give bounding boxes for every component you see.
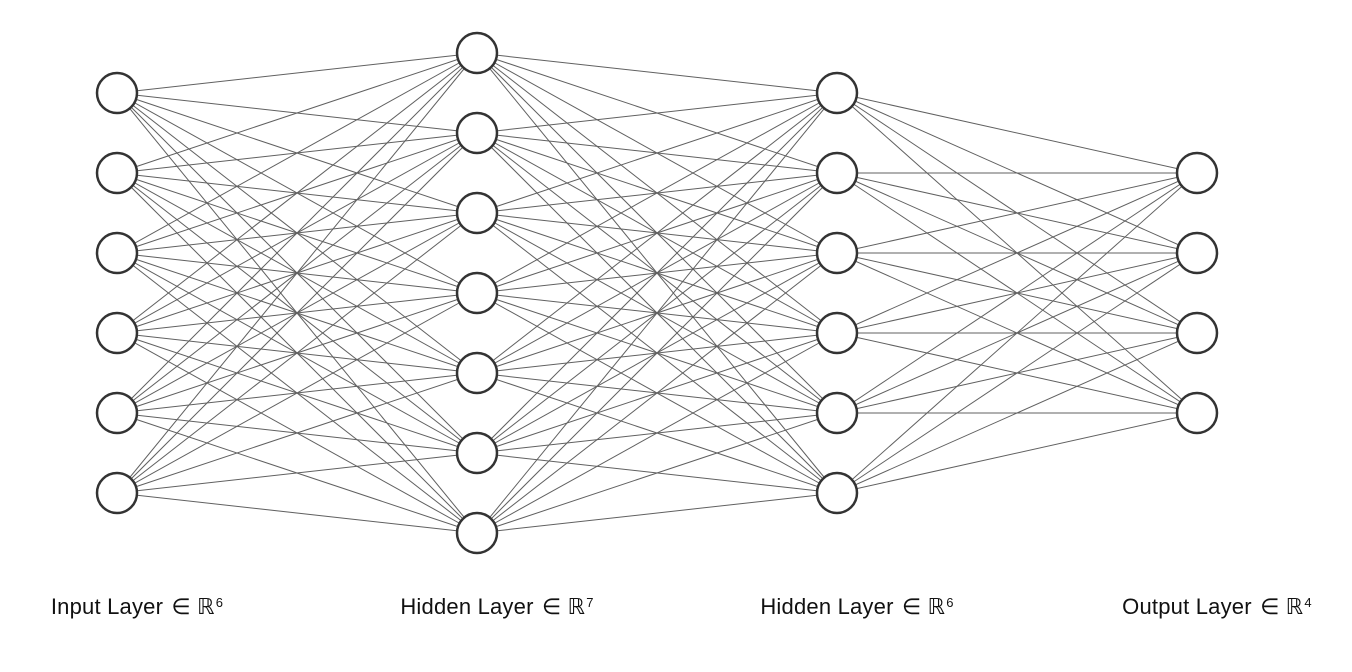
neuron-node [815,71,859,115]
layer-dimension: 7 [586,595,594,610]
layer-name: Hidden Layer [760,594,894,619]
layer-label-input-layer: Input Layer ∈ ℝ6 [51,595,223,619]
neuron-node [95,471,139,515]
neuron-node [1175,231,1219,275]
neuron-node [455,191,499,235]
connection-line [476,52,838,94]
layer-dimension: 4 [1304,595,1312,610]
neuron-node [1175,391,1219,435]
connection-line [476,172,838,534]
connection-line [836,172,1198,494]
edge-group-hidden-layer-1-to-hidden-layer-2 [476,52,838,534]
edge-group-input-layer-to-hidden-layer-1 [116,52,478,534]
connection-line [116,452,478,494]
layer-name: Hidden Layer [400,594,534,619]
connection-line [476,92,838,134]
neuron-node [455,31,499,75]
connection-line [476,92,838,374]
edge-group-hidden-layer-2-to-output-layer [836,92,1198,494]
neuron-node [815,391,859,435]
connection-line [836,172,1198,334]
connection-line [116,52,478,174]
connection-line [116,52,478,414]
connection-line [116,132,478,494]
layer-dimension: 6 [215,595,224,610]
connection-line [476,492,838,534]
connection-line [836,412,1198,494]
node-group-hidden-layer-2 [815,71,859,515]
neuron-node [95,151,139,195]
connection-line [476,92,838,294]
connection-line [476,412,838,534]
connection-line [476,332,838,534]
connection-line [116,52,478,494]
neuron-node [95,391,139,435]
set-membership-symbol: ∈ ℝ [171,594,215,619]
connection-line [116,52,478,334]
layer-label-hidden-layer-2: Hidden Layer ∈ ℝ6 [760,595,953,619]
layer-label-output-layer: Output Layer ∈ ℝ4 [1122,595,1312,619]
connection-line [116,292,478,494]
connection-line [116,52,478,94]
neuron-node [815,311,859,355]
node-group-output-layer [1175,151,1219,435]
connection-line [836,172,1198,414]
node-group-input-layer [95,71,139,515]
neuron-node [95,311,139,355]
connection-line [836,332,1198,494]
layer-name: Input Layer [50,594,164,619]
neuron-node [815,151,859,195]
connection-line [836,92,1198,174]
neuron-node [455,271,499,315]
neuron-node [95,71,139,115]
connection-line [116,492,478,534]
layer-dimension: 6 [946,595,954,610]
set-membership-symbol: ∈ ℝ [1260,594,1304,619]
connection-line [476,92,838,534]
connection-line [476,92,838,214]
connection-line [116,372,478,494]
layer-label-hidden-layer-1: Hidden Layer ∈ ℝ7 [400,595,593,619]
neuron-node [95,231,139,275]
neuron-node [815,231,859,275]
set-membership-symbol: ∈ ℝ [901,594,946,619]
neuron-node [455,431,499,475]
connection-line [116,52,478,254]
connection-line [836,252,1198,494]
connection-line [836,172,1198,254]
neuron-node [1175,311,1219,355]
neuron-node [455,511,499,555]
connection-line [476,252,838,534]
set-membership-symbol: ∈ ℝ [541,594,586,619]
connection-line [116,212,478,494]
neuron-node [455,351,499,395]
neuron-node [815,471,859,515]
neuron-node [1175,151,1219,195]
node-group-hidden-layer-1 [455,31,499,555]
layer-name: Output Layer [1122,594,1252,619]
neuron-node [455,111,499,155]
connection-line [476,92,838,454]
